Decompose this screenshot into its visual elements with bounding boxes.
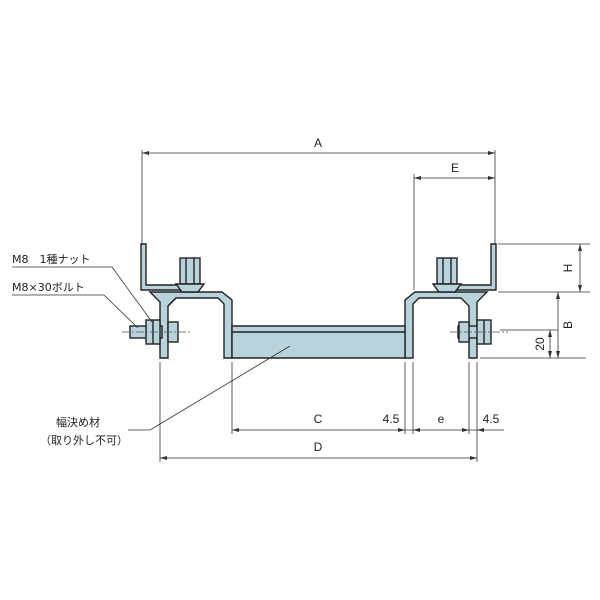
right-side-bolt — [450, 319, 508, 345]
dimension-e-label: E — [451, 161, 459, 175]
spacer-callout-line2: （取り外し不可） — [40, 434, 128, 447]
dimension-20-label: 20 — [533, 337, 547, 351]
left-top-nut — [179, 257, 201, 285]
nut-callout-label: M8 1種ナット — [12, 252, 91, 266]
dimension-a-label: A — [314, 136, 322, 150]
dimension-d-label: D — [314, 440, 323, 454]
dimension-gap-right-label: 4.5 — [483, 412, 500, 426]
dimension-e-lower-label: e — [438, 412, 445, 426]
bottom-dimensions: C 4.5 e 4.5 D — [159, 362, 504, 462]
dimension-h-label: H — [561, 264, 575, 273]
right-top-nut — [436, 257, 458, 285]
left-bracket — [140, 243, 233, 359]
dimension-b-label: B — [561, 321, 575, 329]
right-bracket — [404, 243, 497, 359]
dimension-c-label: C — [314, 412, 323, 426]
dimension-e: E — [413, 161, 495, 290]
dimension-gap-left-label: 4.5 — [383, 412, 400, 426]
left-side-bolt — [122, 319, 190, 345]
dimension-b: B — [480, 292, 586, 359]
bolt-callout: M8×30ボルト — [12, 281, 139, 329]
dimension-h: H — [498, 243, 590, 293]
width-spacer-bar — [231, 325, 406, 359]
bolt-callout-label: M8×30ボルト — [12, 281, 85, 294]
dimension-a: A — [141, 136, 496, 244]
spacer-callout: 幅決め材 （取り外し不可） — [40, 345, 291, 447]
nut-callout: M8 1種ナット — [12, 252, 153, 323]
dimension-20: 20 — [500, 329, 558, 358]
spacer-callout-line1: 幅決め材 — [56, 415, 100, 429]
